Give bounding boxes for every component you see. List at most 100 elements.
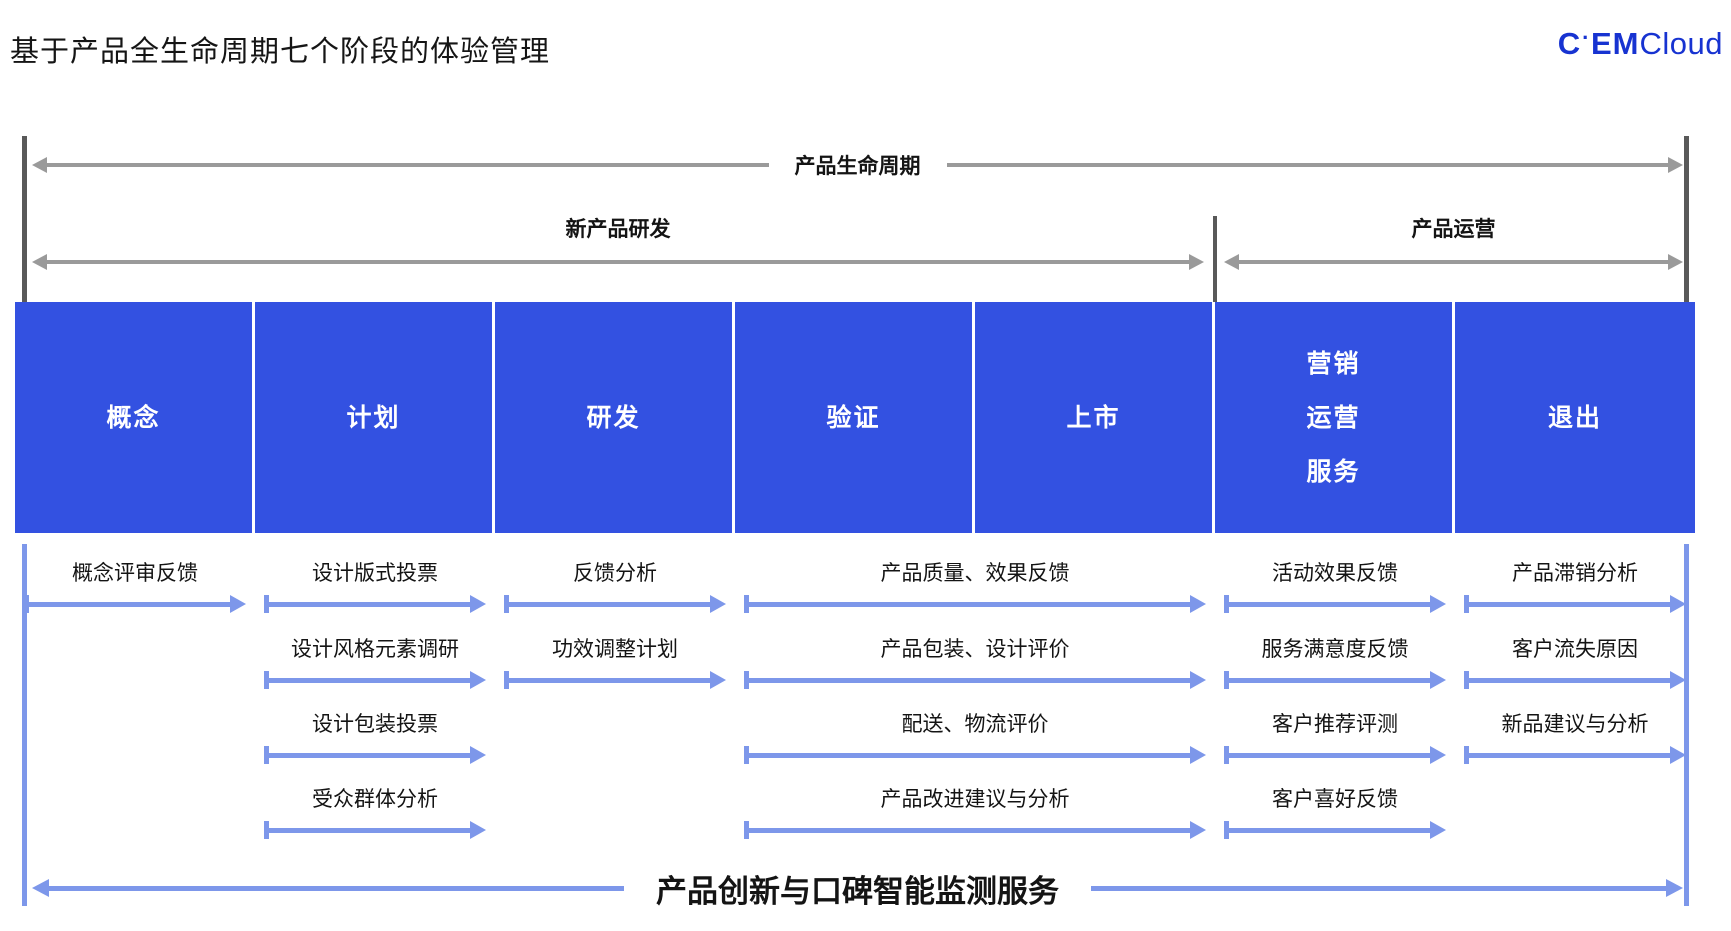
feedback-arrow bbox=[504, 594, 726, 614]
lifecycle-arrow-shaft bbox=[47, 163, 769, 167]
stage-label: 研发 bbox=[586, 403, 641, 432]
feedback-label: 新品建议与分析 bbox=[1501, 713, 1649, 736]
feedback-label: 功效调整计划 bbox=[552, 638, 678, 661]
arrow-shaft bbox=[269, 752, 470, 758]
phase-label-product-operation: 产品运营 bbox=[1411, 218, 1496, 241]
arrow-shaft bbox=[749, 827, 1190, 833]
arrowhead-right-icon bbox=[230, 595, 246, 613]
feedback-arrow bbox=[1464, 594, 1686, 614]
feedback-arrow bbox=[1464, 745, 1686, 765]
arrowhead-right-icon bbox=[470, 595, 486, 613]
arrowhead-right-icon bbox=[1430, 821, 1446, 839]
arrowhead-right-icon bbox=[1190, 595, 1206, 613]
boundary-line-left bbox=[22, 544, 27, 906]
arrow-shaft bbox=[1229, 752, 1430, 758]
feedback-label: 概念评审反馈 bbox=[72, 562, 198, 585]
lifecycle-label: 产品生命周期 bbox=[794, 155, 921, 178]
stage-label: 服务 bbox=[1306, 457, 1361, 486]
feedback-label: 客户流失原因 bbox=[1512, 638, 1638, 661]
feedback-label: 客户喜好反馈 bbox=[1272, 788, 1398, 811]
brand-logo-dot-icon: · bbox=[1582, 25, 1590, 50]
feedback-label: 服务满意度反馈 bbox=[1261, 638, 1409, 661]
feedback-label: 配送、物流评价 bbox=[901, 713, 1049, 736]
arrowhead-right-icon bbox=[710, 671, 726, 689]
feedback-label: 产品包装、设计评价 bbox=[880, 638, 1070, 661]
feedback-arrow bbox=[1224, 670, 1446, 690]
page-title: 基于产品全生命周期七个阶段的体验管理 bbox=[10, 36, 551, 68]
feedback-arrow bbox=[264, 820, 486, 840]
arrow-shaft bbox=[29, 601, 230, 607]
brand-logo: C·EMCloud bbox=[1558, 25, 1723, 62]
arrow-shaft bbox=[1229, 677, 1430, 683]
arrow-start-tick bbox=[1224, 821, 1229, 839]
arrowhead-right-icon bbox=[470, 746, 486, 764]
stage-label: 运营 bbox=[1306, 403, 1361, 432]
stage-label: 上市 bbox=[1066, 403, 1121, 432]
stage-label: 概念 bbox=[106, 403, 161, 432]
arrowhead-right-icon bbox=[1190, 821, 1206, 839]
arrow-shaft bbox=[269, 677, 470, 683]
arrowhead-right-icon bbox=[1670, 595, 1686, 613]
arrow-start-tick bbox=[264, 595, 269, 613]
feedback-arrow bbox=[264, 745, 486, 765]
stage-box-7: 退出 bbox=[1455, 302, 1695, 533]
arrowhead-right-icon bbox=[1430, 595, 1446, 613]
stage-label: 计划 bbox=[346, 403, 401, 432]
phase-arrow-new-product-dev bbox=[32, 254, 1204, 270]
stage-box-4: 验证 bbox=[735, 302, 972, 533]
phase-arrow-shaft bbox=[1239, 260, 1668, 264]
arrowhead-left-icon bbox=[1224, 254, 1239, 270]
arrow-shaft bbox=[1469, 752, 1670, 758]
arrow-start-tick bbox=[24, 595, 29, 613]
stage-label: 营销 bbox=[1306, 349, 1361, 378]
arrowhead-right-icon bbox=[470, 821, 486, 839]
arrow-start-tick bbox=[744, 671, 749, 689]
arrow-shaft bbox=[749, 601, 1190, 607]
feedback-arrow bbox=[504, 670, 726, 690]
feedback-label: 设计风格元素调研 bbox=[291, 638, 459, 661]
feedback-label: 产品质量、效果反馈 bbox=[880, 562, 1070, 585]
arrowhead-right-icon bbox=[470, 671, 486, 689]
arrow-shaft bbox=[1469, 601, 1670, 607]
phase-arrow-product-operation bbox=[1224, 254, 1683, 270]
arrow-start-tick bbox=[264, 821, 269, 839]
arrow-start-tick bbox=[1464, 671, 1469, 689]
arrow-shaft bbox=[749, 752, 1190, 758]
arrowhead-right-icon bbox=[1190, 671, 1206, 689]
phase-label-new-product-dev: 新产品研发 bbox=[565, 218, 671, 241]
lifecycle-arrow: 产品生命周期 bbox=[32, 150, 1683, 180]
arrow-shaft bbox=[509, 601, 710, 607]
arrowhead-right-icon bbox=[1430, 746, 1446, 764]
feedback-label: 产品滞销分析 bbox=[1512, 562, 1638, 585]
feedback-label: 设计版式投票 bbox=[312, 562, 438, 585]
bottom-service-shaft bbox=[1091, 885, 1666, 891]
arrowhead-right-icon bbox=[1666, 879, 1683, 897]
timeline-endcap-left bbox=[22, 136, 27, 302]
brand-logo-cloud: Cloud bbox=[1639, 26, 1723, 61]
feedback-arrow bbox=[1464, 670, 1686, 690]
bottom-service-label: 产品创新与口碑智能监测服务 bbox=[656, 873, 1059, 909]
arrow-shaft bbox=[1229, 601, 1430, 607]
feedback-arrow bbox=[1224, 820, 1446, 840]
stage-box-2: 计划 bbox=[255, 302, 492, 533]
feedback-label: 客户推荐评测 bbox=[1272, 713, 1398, 736]
timeline-endcap-right bbox=[1684, 136, 1689, 302]
phase-divider-bar bbox=[1213, 216, 1217, 302]
arrow-start-tick bbox=[1224, 746, 1229, 764]
brand-logo-em: EM bbox=[1591, 26, 1640, 61]
stage-box-6: 营销运营服务 bbox=[1215, 302, 1452, 533]
feedback-arrow bbox=[744, 594, 1206, 614]
stage-box-5: 上市 bbox=[975, 302, 1212, 533]
feedback-label: 受众群体分析 bbox=[312, 788, 438, 811]
arrow-start-tick bbox=[504, 595, 509, 613]
boundary-line-right bbox=[1684, 544, 1689, 906]
stage-box-3: 研发 bbox=[495, 302, 732, 533]
arrow-shaft bbox=[269, 827, 470, 833]
stage-label: 退出 bbox=[1547, 403, 1602, 432]
phase-arrow-shaft bbox=[47, 260, 1189, 264]
lifecycle-arrow-shaft bbox=[946, 163, 1668, 167]
arrowhead-right-icon bbox=[1668, 254, 1683, 270]
feedback-arrow bbox=[1224, 594, 1446, 614]
feedback-arrow bbox=[1224, 745, 1446, 765]
arrow-start-tick bbox=[1224, 671, 1229, 689]
